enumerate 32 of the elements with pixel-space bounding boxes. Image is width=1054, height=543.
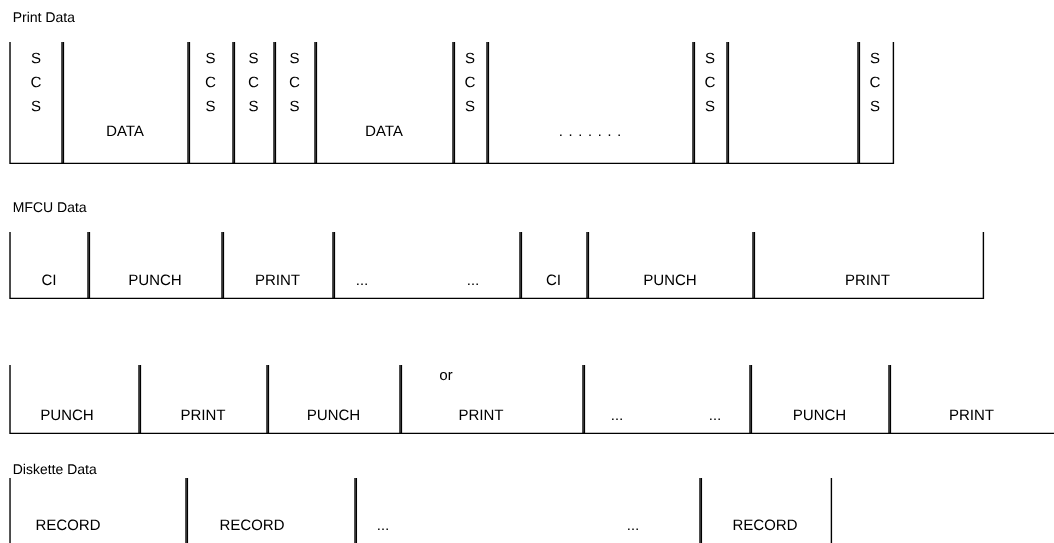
- field-cell: PUNCH: [87, 231, 225, 300]
- field-cell: S C S: [273, 41, 318, 165]
- field-cell: PUNCH: [266, 364, 403, 435]
- field-cell: RECORD: [9, 477, 189, 543]
- field-cell: S C S: [692, 41, 730, 165]
- field-cell: PRINT: [888, 364, 1054, 435]
- field-cell: PUNCH: [9, 364, 142, 435]
- field-cell: PRINT: [752, 231, 985, 300]
- field-cell: CI: [519, 231, 590, 300]
- field-cell: S C S: [187, 41, 236, 165]
- field-cell: S C S: [452, 41, 490, 165]
- empty-field-cell: [726, 41, 861, 165]
- section-heading: Print Data: [13, 11, 75, 23]
- field-cell: ... ...: [582, 364, 753, 435]
- field-cell: ... ...: [354, 477, 703, 543]
- field-cell: S C S: [9, 41, 65, 165]
- field-cell: S C S: [857, 41, 895, 165]
- field-cell: S C S: [232, 41, 277, 165]
- field-cell: DATA: [314, 41, 456, 165]
- field-cell: . . . . . . .: [486, 41, 696, 165]
- field-cell: RECORD: [185, 477, 358, 543]
- field-cell: CI: [9, 231, 91, 300]
- section-heading: MFCU Data: [13, 202, 87, 213]
- field-cell: ... ...: [332, 231, 523, 300]
- field-cell: PUNCH: [749, 364, 892, 435]
- field-cell: or PRINT: [399, 364, 586, 435]
- field-cell: PRINT: [138, 364, 270, 435]
- field-cell: PUNCH: [586, 231, 756, 300]
- field-cell: RECORD: [699, 477, 833, 543]
- field-cell: PRINT: [221, 231, 336, 300]
- section-heading: Diskette Data: [13, 463, 97, 475]
- field-cell: DATA: [61, 41, 191, 165]
